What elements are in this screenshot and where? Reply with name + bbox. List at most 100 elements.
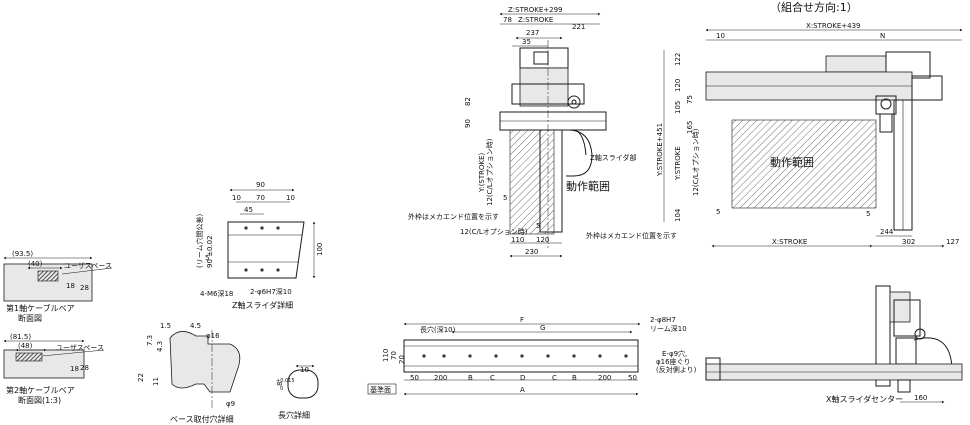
long-hole-dim-8: 8 — [276, 382, 284, 386]
base-dim-4-5: 4.5 — [190, 322, 201, 330]
base-dim-22: 22 — [137, 373, 145, 382]
x-slider-dim-160: 160 — [914, 394, 927, 402]
top-dim-y-stroke-451: Y:STROKE+451 — [656, 123, 664, 177]
base-dim-200b: 200 — [598, 374, 611, 382]
cable2-width-dim: (81.5) — [10, 333, 31, 341]
base-view: F G 2-φ8H7 リーム深10 長穴(深10) 110 70 20 E-φ9… — [367, 316, 697, 396]
base-dim-50a: 50 — [410, 374, 419, 382]
base-dim-200a: 200 — [434, 374, 447, 382]
side-mech-end-note: 外枠はメカエンド位置を示す — [408, 212, 499, 221]
top-dim-x-stroke-439: X:STROKE+439 — [806, 22, 861, 30]
side-dim-110: 110 — [511, 236, 524, 244]
cable2-caption-sub: 断面図(1:3) — [18, 395, 61, 405]
base-mount-detail: 1.5 4.5 φ16 7.3 4.3 22 11 φ9 ベース取付穴詳細 — [137, 322, 241, 424]
side-dim-z-stroke-299: Z:STROKE+299 — [508, 6, 563, 14]
base-dim-f: F — [520, 316, 524, 324]
top-dim-244: 244 — [880, 228, 894, 236]
orientation-title: （組合せ方向:1） — [770, 0, 858, 14]
top-dim-y-stroke: Y:STROKE — [674, 146, 682, 181]
top-dim-302: 302 — [902, 238, 915, 246]
cable2-caption: 第2軸ケーブルベア — [6, 385, 75, 395]
top-dim-10: 10 — [716, 32, 725, 40]
side-dim-120: 120 — [536, 236, 549, 244]
cable1-inner-dim: (40) — [28, 260, 43, 268]
cable1-height-dim2: 28 — [80, 284, 89, 292]
z-slider-dim-100: 100 — [316, 243, 324, 256]
base-dim-1-5: 1.5 — [160, 322, 171, 330]
base-dim-phi16: φ16 — [206, 332, 220, 340]
side-dim-35: 35 — [522, 38, 531, 46]
top-dim-cl-option-v: 12(C/Lオプション時) — [692, 128, 700, 196]
cable2-section: (81.5) (48) ユーザスペース 18 28 第2軸ケーブルベア 断面図(… — [3, 333, 105, 405]
base-dim-c2: C — [552, 374, 557, 382]
cable1-user-space-label: ユーザスペース — [64, 262, 112, 270]
side-dim-90: 90 — [464, 119, 472, 128]
base-dim-phi9: φ9 — [226, 400, 235, 408]
base-hole-note1: E-φ9穴, — [662, 349, 687, 358]
cable1-height-dim1: 18 — [66, 282, 75, 290]
side-dim-z-stroke: Z:STROKE — [518, 16, 553, 24]
z-slider-part-label: Z軸スライダ部 — [590, 153, 637, 162]
long-hole-tol-lower: 0 — [280, 386, 283, 392]
side-dim-237: 237 — [526, 29, 539, 37]
cable1-section: (93.5) (40) ユーザスペース 18 28 第1軸ケーブルベア 断面図 — [3, 250, 113, 323]
side-dim-cl-option-h: 12(C/Lオプション時) — [460, 228, 528, 236]
side-dim-78: 78 — [503, 16, 512, 24]
cable2-height-dim1: 18 — [70, 365, 79, 373]
cable2-height-dim2: 28 — [80, 364, 89, 372]
top-motion-range-label: 動作範囲 — [770, 155, 814, 169]
base-hole-note3: (反対側より) — [656, 365, 697, 374]
base-dim-a: A — [520, 386, 525, 394]
base-dim-11: 11 — [152, 377, 160, 386]
base-reference-label: 基準面 — [370, 385, 391, 394]
z-slider-detail: 90 10 70 10 45 5 100 90 ±0.02 (リーム穴間公差) … — [195, 181, 324, 310]
base-dim-70: 70 — [390, 351, 398, 360]
side-dim-5a: 5 — [503, 194, 507, 202]
side-dim-82: 82 — [464, 97, 472, 106]
long-hole-detail: 10 8 +0.015 0 長穴詳細 — [276, 364, 319, 420]
top-dim-122: 122 — [674, 53, 682, 66]
top-dim-5b: 5 — [866, 210, 870, 218]
top-view: X:STROKE+439 10 N 動作範囲 122 120 75 105 16… — [586, 22, 963, 248]
base-dim-50b: 50 — [628, 374, 637, 382]
z-slider-dim-10a: 10 — [232, 194, 241, 202]
long-hole-caption: 長穴詳細 — [278, 410, 310, 420]
side-dim-y-stroke: Y:(STROKE) — [478, 152, 486, 193]
z-slider-ream-tolerance: (リーム穴間公差) — [195, 213, 204, 268]
top-dim-75: 75 — [686, 95, 694, 104]
base-dim-b2: B — [572, 374, 577, 382]
side-view: Z:STROKE+299 78 Z:STROKE 237 221 35 82 9… — [408, 6, 637, 258]
z-slider-dim-70: 70 — [256, 194, 265, 202]
base-dim-d: D — [520, 374, 525, 382]
base-long-hole-note: 長穴(深10) — [420, 325, 456, 334]
z-slider-tap-note: 4-M6深18 — [200, 289, 233, 298]
cable2-inner-dim: (48) — [18, 342, 33, 350]
z-slider-dim-90: 90 — [256, 181, 265, 189]
top-mech-end-note: 外枠はメカエンド位置を示す — [586, 231, 677, 240]
cable1-width-dim: (93.5) — [12, 250, 33, 258]
side-dim-230: 230 — [525, 248, 538, 256]
top-dim-104: 104 — [674, 208, 682, 222]
base-mount-caption: ベース取付穴詳細 — [170, 414, 234, 424]
cable2-user-space-label: ユーザスペース — [56, 344, 104, 352]
cable1-caption-sub: 断面図 — [18, 313, 42, 323]
base-dim-c1: C — [490, 374, 495, 382]
base-dim-4-3: 4.3 — [156, 341, 164, 352]
base-ream-note: リーム深10 — [650, 324, 687, 333]
z-slider-dim-45: 45 — [244, 206, 253, 214]
top-dim-127: 127 — [946, 238, 959, 246]
z-slider-dim-10b: 10 — [286, 194, 295, 202]
top-dim-165: 165 — [686, 121, 694, 134]
top-dim-5a: 5 — [716, 208, 720, 216]
top-dim-x-stroke: X:STROKE — [772, 238, 807, 246]
x-slider-assembly: X軸スライダセンター 160 — [705, 285, 963, 404]
top-dim-120: 120 — [674, 79, 682, 92]
base-dim-b1: B — [468, 374, 473, 382]
base-dim-g: G — [540, 324, 545, 332]
top-dim-105: 105 — [674, 101, 682, 114]
base-dowel-note: 2-φ8H7 — [650, 316, 676, 324]
base-dim-110: 110 — [382, 349, 390, 362]
base-dim-20: 20 — [398, 355, 406, 364]
z-slider-pin-note: 2-φ6H7深10 — [250, 287, 292, 296]
